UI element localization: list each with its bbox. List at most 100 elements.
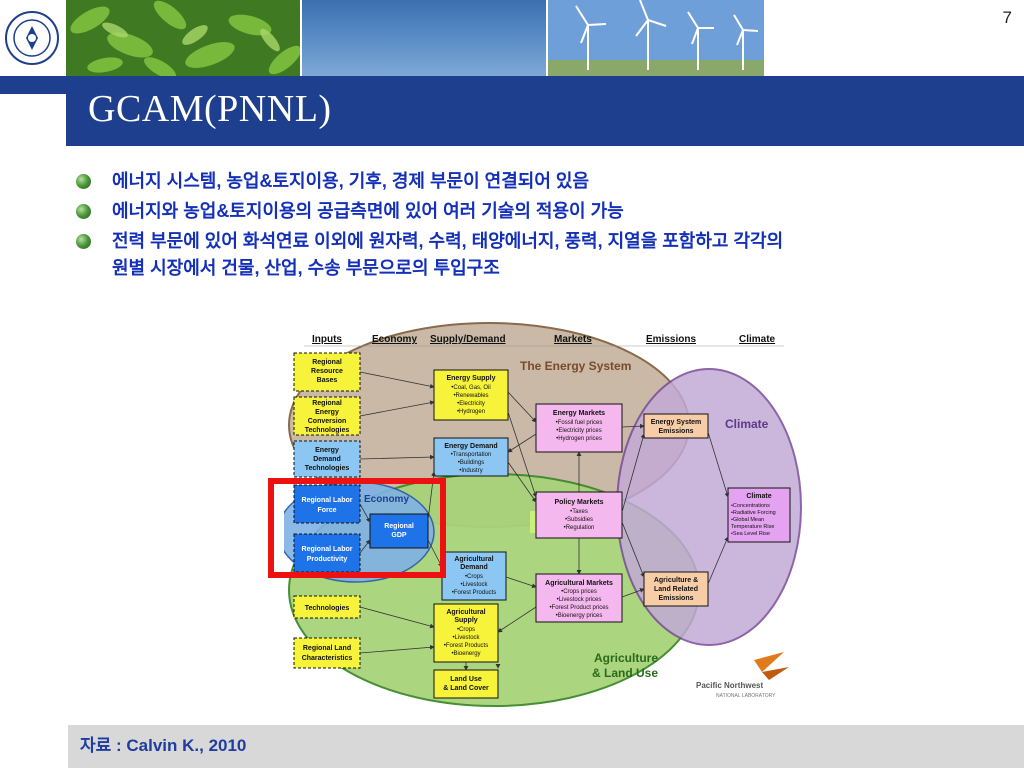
bullet-icon xyxy=(76,204,91,219)
input-label: Regional xyxy=(312,400,342,407)
footer-bar xyxy=(68,725,1024,768)
ag-supply-box xyxy=(433,603,499,663)
box-title: Agricultural Markets xyxy=(545,580,613,587)
input-label: Characteristics xyxy=(302,655,353,662)
input-demand-tech xyxy=(293,440,361,478)
energy-markets-box xyxy=(535,403,623,453)
bullet-icon xyxy=(76,234,91,249)
box-item: •Livestock prices xyxy=(557,597,602,603)
box-title: Energy Supply xyxy=(446,375,495,382)
box-item: •Hydrogen xyxy=(457,409,485,415)
input-label: Bases xyxy=(317,377,338,384)
input-resource-bases xyxy=(293,352,361,392)
box-title: Climate xyxy=(746,493,771,500)
box-item: •Subsidies xyxy=(565,517,593,523)
input-label: Technologies xyxy=(305,427,350,434)
box-title: Policy Markets xyxy=(554,499,603,506)
col-economy: Economy xyxy=(372,334,417,345)
input-label: Regional Land xyxy=(303,645,351,652)
box-title: Supply xyxy=(454,617,477,624)
source-citation: 자료 : Calvin K., 2010 xyxy=(80,736,247,755)
input-label: Productivity xyxy=(307,556,348,563)
input-land-characteristics xyxy=(293,637,361,669)
input-label: Technologies xyxy=(305,465,350,472)
box-title: Emissions xyxy=(658,428,693,435)
highlight-box xyxy=(268,478,446,578)
header-blank xyxy=(766,0,1024,76)
box-title: Agricultural xyxy=(446,609,485,616)
climate-box xyxy=(727,487,791,543)
bullet-item: 에너지와 농업&토지이용의 공급측면에 있어 여러 기술의 적용이 가능 xyxy=(76,198,976,225)
box-title: Demand xyxy=(460,564,488,571)
bullet-item: 전력 부문에 있어 화석연료 이외에 원자력, 수력, 태양에너지, 풍력, 지… xyxy=(76,228,976,255)
col-inputs: Inputs xyxy=(312,334,342,345)
box-item: •Coal, Gas, Oil xyxy=(451,385,490,391)
input-labor-force xyxy=(293,484,361,524)
bullet-text: 에너지 시스템, 농업&토지이용, 기후, 경제 부문이 연결되어 있음 xyxy=(112,171,590,191)
energy-supply-box xyxy=(433,369,509,421)
title-bar-left xyxy=(0,76,66,94)
agriculture-label: Agriculture xyxy=(594,651,658,665)
gdp-label: GDP xyxy=(391,532,407,539)
box-item: •Bioenergy prices xyxy=(556,613,603,619)
box-item: •Regulation xyxy=(564,525,595,531)
box-title: Energy Demand xyxy=(444,443,497,450)
pnnl-logo: Pacific Northwest NATIONAL LABORATORY xyxy=(696,652,789,699)
box-item: •Forest Product prices xyxy=(549,605,608,611)
box-title: Emissions xyxy=(658,595,693,602)
box-item: •Fossil fuel prices xyxy=(556,420,603,426)
box-item: •Industry xyxy=(459,468,482,474)
box-title: Agricultural xyxy=(454,556,493,563)
box-item: •Crops prices xyxy=(561,589,597,595)
box-item: Temperature Rise xyxy=(731,524,774,530)
box-item: •Forest Products xyxy=(452,590,496,596)
bullet-item: 에너지 시스템, 농업&토지이용, 기후, 경제 부문이 연결되어 있음 xyxy=(76,168,976,195)
bullet-list: 에너지 시스템, 농업&토지이용, 기후, 경제 부문이 연결되어 있음 에너지… xyxy=(76,168,976,285)
climate-label: Climate xyxy=(725,417,769,431)
land-use-label: & Land Use xyxy=(592,666,658,680)
box-title: Energy System xyxy=(651,419,702,426)
box-title: Agriculture & xyxy=(654,577,698,584)
title-bar xyxy=(66,76,1024,146)
ag-markets-box xyxy=(535,573,623,623)
bullet-text: 전력 부문에 있어 화석연료 이외에 원자력, 수력, 태양에너지, 풍력, 지… xyxy=(112,231,784,251)
box-item: •Taxes xyxy=(570,509,588,515)
input-label: Force xyxy=(317,507,336,514)
input-conversion-tech xyxy=(293,396,361,436)
ag-demand-box xyxy=(441,551,507,601)
bullet-continuation: 원별 시장에서 건물, 산업, 수송 부문으로의 투입구조 xyxy=(76,255,976,282)
input-label: Technologies xyxy=(305,605,350,612)
bullet-text: 에너지와 농업&토지이용의 공급측면에 있어 여러 기술의 적용이 가능 xyxy=(112,201,624,221)
col-climate: Climate xyxy=(739,334,776,345)
box-item: •Transportation xyxy=(451,452,492,458)
university-logo xyxy=(0,0,66,76)
input-label: Energy xyxy=(315,409,339,416)
input-label: Demand xyxy=(313,456,341,463)
box-item: •Radiative Forcing xyxy=(731,510,776,516)
pnnl-name: Pacific Northwest xyxy=(696,681,763,690)
input-label: Regional Labor xyxy=(302,546,353,553)
page-number: 7 xyxy=(1002,8,1012,27)
gcam-diagram: Inputs Economy Supply/Demand Markets Emi… xyxy=(277,322,814,710)
energy-emissions-box xyxy=(643,413,709,439)
box-title: Energy Markets xyxy=(553,410,605,417)
box-title: Land Use xyxy=(450,676,482,683)
economy-label: Economy xyxy=(364,494,409,505)
box-item: •Crops xyxy=(465,574,483,580)
input-labor-productivity xyxy=(293,533,361,573)
land-use-box xyxy=(433,669,499,699)
box-item: •Renewables xyxy=(453,393,488,399)
regional-gdp-box xyxy=(369,513,429,549)
energy-demand-box xyxy=(433,437,509,477)
col-emissions: Emissions xyxy=(646,334,696,345)
box-item: •Buildings xyxy=(458,460,484,466)
pnnl-sub: NATIONAL LABORATORY xyxy=(716,693,776,699)
box-item: •Hydrogen prices xyxy=(556,436,602,442)
wind-turbine-photo xyxy=(548,0,764,76)
input-label: Conversion xyxy=(308,418,347,425)
box-item: •Electricity prices xyxy=(556,428,601,434)
box-item: •Livestock xyxy=(460,582,488,588)
box-title: Land Related xyxy=(654,586,698,593)
input-label: Resource xyxy=(311,368,343,375)
box-item: •Forest Products xyxy=(444,643,488,649)
